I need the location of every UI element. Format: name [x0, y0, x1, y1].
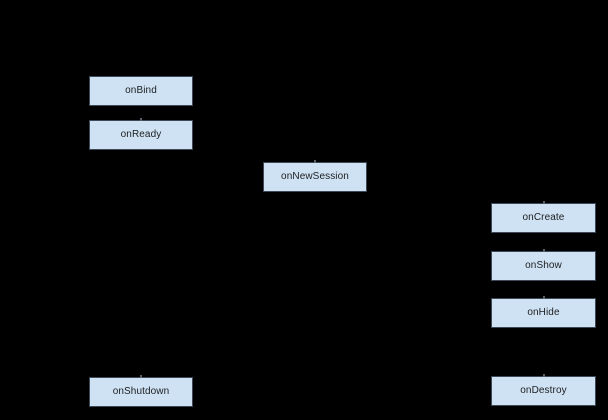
node-label: onNewSession — [281, 171, 349, 182]
node-on-new-session: onNewSession — [263, 160, 367, 192]
arrowhead-remnant-icon — [542, 296, 545, 299]
arrowhead-remnant-icon — [314, 160, 316, 163]
node-label: onShutdown — [112, 386, 170, 397]
node-on-shutdown: onShutdown — [89, 375, 193, 407]
node-on-destroy: onDestroy — [491, 374, 596, 406]
node-on-create: onCreate — [491, 201, 596, 233]
node-label: onReady — [120, 129, 162, 140]
arrowhead-remnant-icon — [542, 374, 545, 377]
node-label: onCreate — [522, 212, 565, 223]
node-label: onBind — [125, 85, 157, 96]
node-label: onDestroy — [520, 385, 567, 396]
node-on-ready: onReady — [89, 118, 193, 150]
node-label: onHide — [527, 307, 560, 318]
node-on-bind: onBind — [89, 76, 193, 106]
node-on-show: onShow — [491, 249, 596, 281]
node-on-hide: onHide — [491, 296, 596, 328]
arrowhead-remnant-icon — [542, 249, 545, 252]
arrowhead-remnant-icon — [140, 118, 142, 121]
node-label: onShow — [525, 260, 562, 271]
arrowhead-remnant-icon — [542, 201, 545, 204]
arrowhead-remnant-icon — [140, 375, 142, 378]
